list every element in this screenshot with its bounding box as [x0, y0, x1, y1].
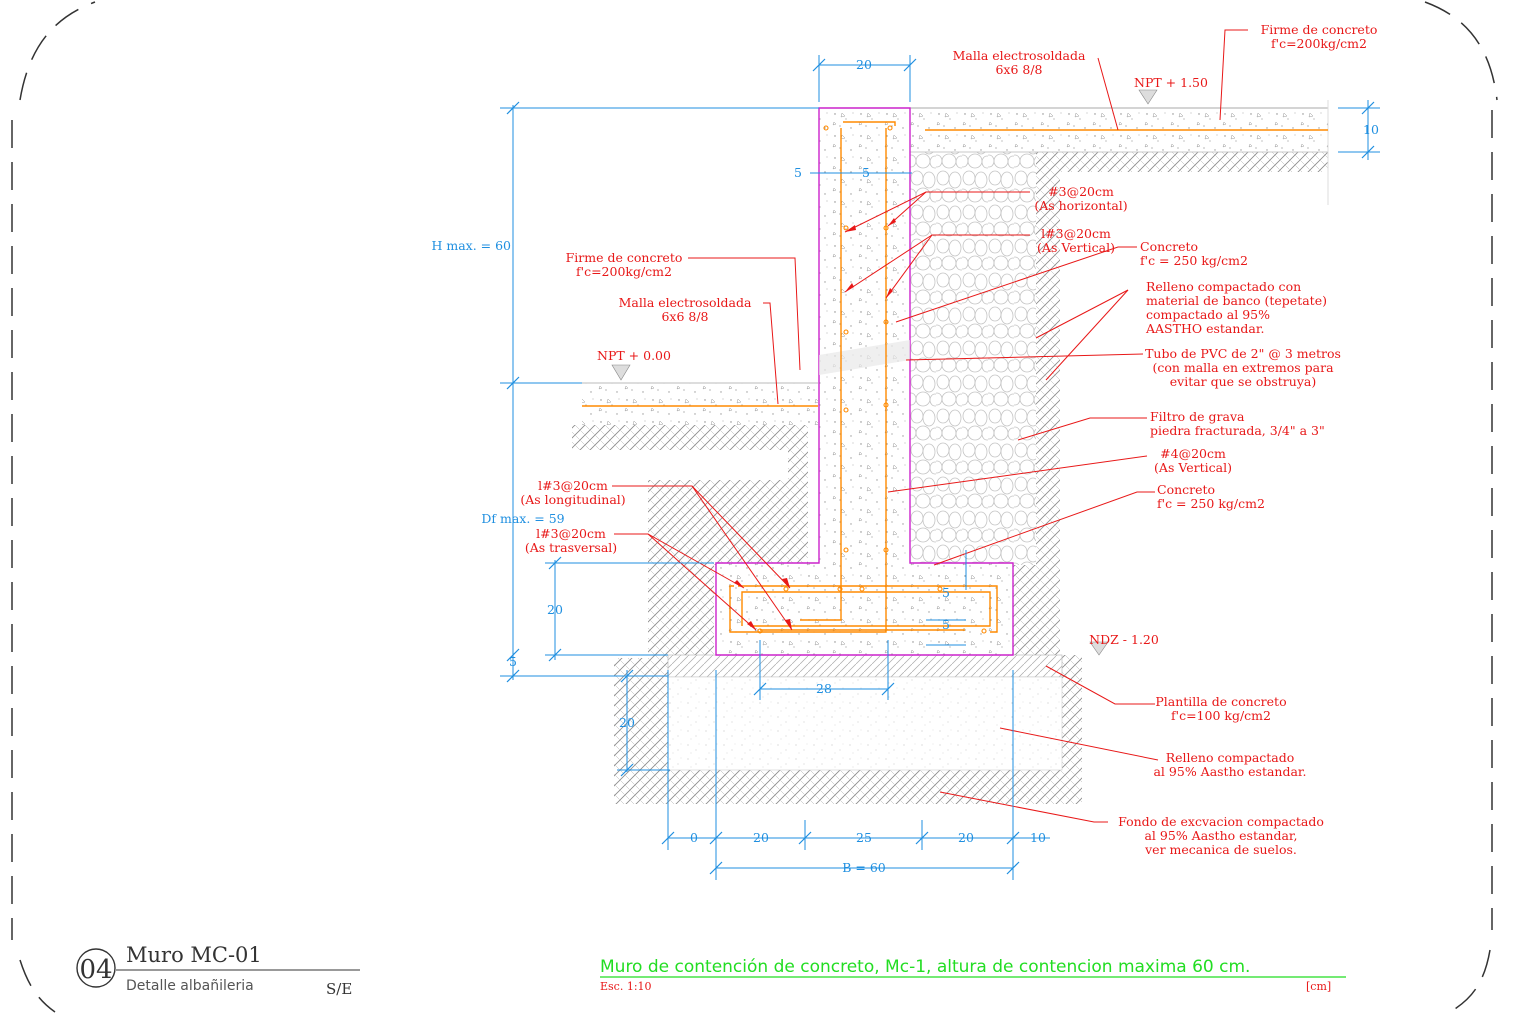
dim-relleno-h: 20: [619, 715, 635, 730]
leader-arrows: [734, 218, 896, 630]
relleno-compactado: [667, 676, 1063, 771]
dim-bottom-10: 10: [1030, 830, 1046, 845]
dim-base-width: B = 60: [842, 860, 886, 875]
annotation-npt-top: NPT + 1.50: [1134, 75, 1208, 90]
annotation-tubo-pvc: Tubo de PVC de 2" @ 3 metros(con malla e…: [1145, 346, 1341, 389]
dim-plantilla-h: 5: [509, 654, 517, 669]
annotation-as-vertical-3: l#3@20cm(As Vertical): [1037, 226, 1115, 255]
dim-h-max: H max. = 60: [431, 238, 511, 253]
plantilla: [667, 654, 1063, 678]
dim-wall-width: 20: [856, 57, 872, 72]
dim-bottom-25: 25: [856, 830, 872, 845]
dim-bottom-20b: 20: [958, 830, 974, 845]
dim-bottom-0: 0: [690, 830, 698, 845]
annotation-ndz: NDZ - 1.20: [1089, 632, 1159, 647]
detail-number-circle: [76, 948, 116, 988]
dim-df-max: Df max. = 59: [481, 511, 564, 526]
title-block: [76, 948, 360, 988]
drawing-caption: Muro de contención de concreto, Mc-1, al…: [600, 957, 1250, 977]
dim-footing-height: 20: [547, 602, 563, 617]
left-slab: [582, 383, 818, 425]
level-markers: [611, 89, 1158, 656]
annotation-as-trasversal: l#3@20cm(As trasversal): [525, 526, 617, 555]
sheet-frame: [11, 1, 1498, 1013]
dim-bar-spacing: 28: [816, 681, 832, 696]
rebar-dots: [757, 125, 987, 634]
dim-cover-right: 5: [862, 165, 870, 180]
detail-title: Muro MC-01: [126, 943, 262, 967]
wall-concrete: [715, 107, 1014, 656]
dim-top-slab: 10: [1363, 122, 1379, 137]
caption-units: [cm]: [1306, 980, 1331, 993]
dimension-ticks: [506, 58, 1375, 875]
dim-cover-base-bottom: 5: [942, 617, 950, 632]
detail-number: 04: [79, 955, 112, 985]
rebar: [582, 121, 1328, 633]
detail-scale: S/E: [326, 980, 352, 998]
dim-cover-left: 5: [794, 165, 802, 180]
dim-cover-base-top: 5: [942, 585, 950, 600]
caption-scale: Esc. 1:10: [600, 980, 652, 993]
dimension-labels: 20 10 5 5 H max. = 60 Df max. = 59 20 5 20 5 5 28 0 2…: [431, 57, 1379, 875]
dim-bottom-20a: 20: [753, 830, 769, 845]
annotation-as-longitudinal: l#3@20cm(As longitudinal): [520, 478, 625, 507]
annotation-as-vertical-4: #4@20cm(As Vertical): [1154, 446, 1232, 475]
annotation-as-horizontal: #3@20cm(As horizontal): [1034, 184, 1127, 213]
leader-lines: [612, 29, 1248, 823]
soil-hatch: [572, 152, 1328, 804]
annotation-npt-left: NPT + 0.00: [597, 348, 671, 363]
detail-subtitle: Detalle albañileria: [126, 978, 254, 994]
dimension-lines: [500, 55, 1380, 880]
